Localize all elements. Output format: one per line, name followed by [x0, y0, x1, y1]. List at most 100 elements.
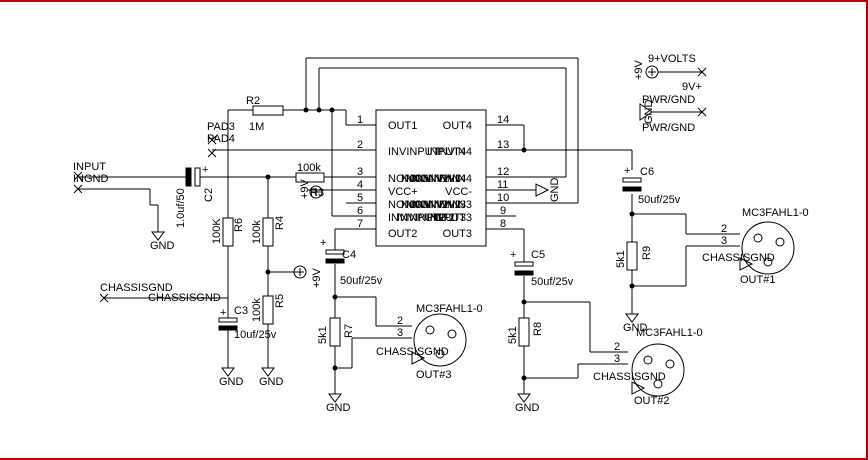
ic-pin-13-name: INVIN4	[437, 146, 472, 158]
resistor-r4[interactable]	[262, 177, 274, 296]
plus9v-symbol-r3[interactable]	[309, 185, 323, 199]
c4-value-label: 50uf/25v	[340, 275, 383, 287]
r4-ref-label: R4	[274, 216, 286, 230]
r8-value-label: 5k1	[507, 326, 519, 344]
out2-chassis-label: CHASSISGND	[593, 371, 666, 383]
power-plus9v-symbol[interactable]	[645, 65, 707, 79]
ic-pin-6-name: INVINPUT2	[388, 212, 445, 224]
out1-chassis-label: CHASSISGND	[702, 252, 775, 264]
power-plus9v-label: +9V	[633, 59, 645, 80]
resistor-r2[interactable]	[227, 105, 284, 218]
input-connector[interactable]	[73, 171, 186, 232]
r6-value-label: 100K	[211, 218, 223, 244]
xlr-connector-out2[interactable]	[631, 343, 685, 397]
c5-value-label: 50uf/25v	[531, 276, 574, 288]
out3-pin2-label: 2	[397, 315, 403, 327]
r5-value-label: 100k	[251, 298, 263, 322]
pad3-label: PAD3	[207, 121, 235, 133]
input-label: INPUT	[73, 161, 106, 173]
resistor-r9[interactable]	[626, 241, 638, 271]
chassis-gnd-label-1: CHASSISGND	[100, 282, 173, 294]
resistor-r8[interactable]	[518, 317, 530, 347]
ic-pin-8-number: 8	[500, 218, 506, 230]
chassis-gnd-connector[interactable]	[99, 293, 228, 303]
gnd-symbol[interactable]	[328, 393, 342, 403]
c2-ref-label: C2	[203, 188, 215, 202]
plus9v-r3-label: +9V	[299, 178, 311, 199]
r9-value-label: 5k1	[615, 250, 627, 268]
capacitor-c3[interactable]	[218, 317, 238, 368]
ic-pin-3-number: 3	[357, 166, 363, 178]
gnd-label: GND	[259, 376, 284, 388]
ic-pin-5-number: 5	[357, 192, 363, 204]
ic-pin-12-overlap-name: NONINVIN4	[406, 173, 466, 185]
channel-out1-wires[interactable]	[631, 194, 740, 314]
vcc-minus-gnd[interactable]	[516, 183, 550, 197]
plus9v-symbol-mid[interactable]	[293, 265, 307, 279]
power-9volts-label: 9+VOLTS	[648, 53, 696, 65]
gnd-symbol[interactable]	[517, 393, 531, 403]
out3-part-label: MC3FAHL1-0	[416, 303, 483, 315]
c3-plus-sign: +	[220, 307, 226, 319]
ic-pin-12-number: 12	[497, 166, 509, 178]
c6-plus-sign: +	[624, 165, 630, 177]
ic-pin-5-overlap-name: NONINVIN2	[401, 199, 461, 211]
ic-pin-14-name: OUT4	[443, 120, 472, 132]
ic-pin-6-number: 6	[357, 205, 363, 217]
gnd-symbol[interactable]	[151, 231, 165, 241]
junction-dot	[332, 294, 338, 300]
c3-value-label: 10uf/25v	[234, 329, 277, 341]
ic-pin-6-overlap-name: INVINPUT2	[397, 212, 454, 224]
xlr-connector-out1[interactable]	[739, 221, 795, 275]
capacitor-c6[interactable]	[622, 177, 642, 192]
resistor-r7[interactable]	[329, 317, 341, 347]
ic-pin-13-number: 13	[497, 139, 509, 151]
junction-dot	[303, 107, 309, 113]
c3-ref-label: C3	[234, 305, 248, 317]
feedback-wires[interactable]	[212, 57, 633, 217]
pad3-pad4-marks[interactable]	[207, 135, 217, 158]
r6-ref-label: R6	[233, 218, 245, 232]
resistor-r6[interactable]	[222, 217, 234, 318]
ic-pin-4-name: VCC+	[388, 186, 418, 198]
junction-dot	[521, 375, 527, 381]
xlr-connector-out3[interactable]	[411, 313, 467, 367]
gnd-symbol[interactable]	[261, 367, 275, 377]
r7-value-label: 5k1	[317, 326, 329, 344]
junction-dot	[265, 269, 271, 275]
ic-pin-2-name: INVINPUT	[388, 146, 440, 158]
junction-dot	[332, 365, 338, 371]
gnd-symbol[interactable]	[221, 367, 235, 377]
ic-quad-opamp[interactable]	[346, 109, 516, 247]
resistor-r5[interactable]	[262, 271, 296, 368]
r3-ref-label: R3	[310, 187, 324, 199]
gnd-symbol[interactable]	[625, 313, 639, 323]
capacitor-c5[interactable]	[514, 261, 534, 276]
r3-value-label: 100k	[297, 162, 321, 174]
channel-out3-wires[interactable]	[334, 228, 412, 394]
ic-pin-10-overlap-name: NONINVIN3	[406, 199, 466, 211]
gnd-label: GND	[219, 376, 244, 388]
r4-value-label: 100k	[251, 220, 263, 244]
r5-ref-label: R5	[274, 294, 286, 308]
junction-dot	[521, 147, 527, 153]
ic-pin-12-name: NONINVIN4	[412, 173, 472, 185]
out1-pin2-label: 2	[721, 223, 727, 235]
junction-dot	[316, 107, 322, 113]
ic-pin-3-overlap-name: NONINVIN1	[401, 173, 461, 185]
gnd-label: GND	[326, 402, 351, 414]
channel-out2-wires[interactable]	[516, 228, 628, 394]
resistor-r3[interactable]	[295, 172, 346, 191]
capacitor-c2[interactable]	[185, 167, 296, 187]
ic-pin-11-number: 11	[497, 179, 508, 191]
c6-ref-label: C6	[640, 166, 654, 178]
out1-pin3-label: 3	[721, 235, 727, 247]
ic-pin-10-number: 10	[497, 192, 509, 204]
out1-part-label: MC3FAHL1-0	[742, 207, 809, 219]
ic-pin-9-name: INPUT3	[433, 212, 472, 224]
ic-pin-14-number: 14	[497, 114, 509, 126]
capacitor-c4[interactable]	[325, 249, 345, 264]
out3-chassis-label: CHASSISGND	[376, 346, 449, 358]
r9-ref-label: R9	[641, 246, 653, 260]
power-gnd-symbol[interactable]	[639, 103, 707, 121]
